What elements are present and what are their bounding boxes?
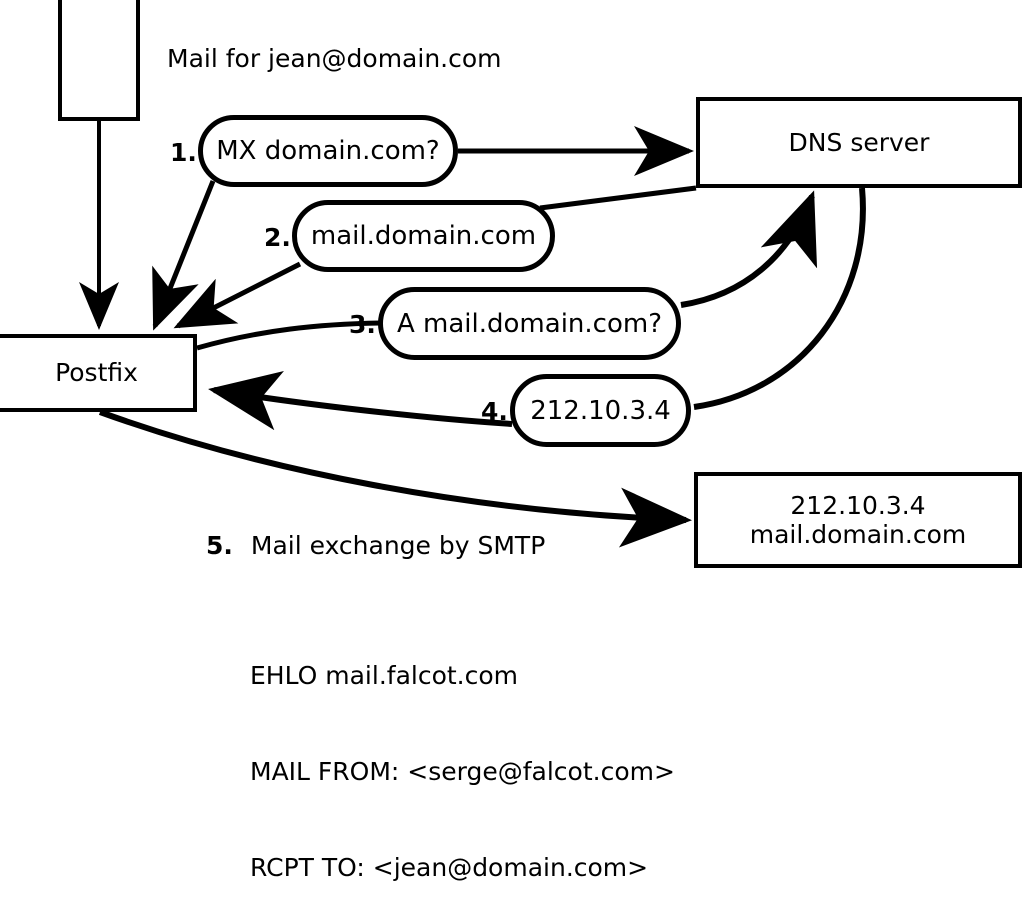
postfix-box[interactable]: Postfix bbox=[0, 334, 197, 412]
connector-step2-to-postfix bbox=[173, 261, 302, 329]
step-4-number: 4. bbox=[481, 397, 508, 426]
transcript-line: RCPT TO: <jean@domain.com> bbox=[250, 853, 649, 882]
step-4-bubble[interactable]: 212.10.3.4 bbox=[510, 374, 691, 447]
mail-server-hostname: mail.domain.com bbox=[749, 520, 967, 549]
connector-step3-to-dns bbox=[680, 190, 818, 308]
transcript-line: MAIL FROM: <serge@falcot.com> bbox=[250, 757, 675, 786]
step-5-row: 5. Mail exchange by SMTP bbox=[206, 531, 545, 560]
connector-postfix-to-step1 bbox=[152, 180, 216, 331]
step-3-bubble[interactable]: A mail.domain.com? bbox=[378, 287, 681, 360]
connector-dns-to-step2 bbox=[539, 185, 697, 211]
step-1-bubble[interactable]: MX domain.com? bbox=[198, 115, 458, 187]
client-box[interactable] bbox=[58, 0, 140, 121]
smtp-transcript: EHLO mail.falcot.com MAIL FROM: <serge@f… bbox=[250, 596, 675, 919]
mail-server-box[interactable]: 212.10.3.4 mail.domain.com bbox=[694, 472, 1022, 568]
dns-server-label: DNS server bbox=[788, 127, 930, 157]
step-2-number: 2. bbox=[264, 223, 291, 252]
page-title: Mail for jean@domain.com bbox=[167, 44, 502, 73]
connector-postfix-to-mailserver bbox=[98, 409, 692, 548]
step-1-label: MX domain.com? bbox=[216, 136, 440, 166]
step-3-label: A mail.domain.com? bbox=[397, 308, 662, 339]
dns-server-box[interactable]: DNS server bbox=[696, 97, 1022, 188]
step-5-number: 5. bbox=[206, 531, 233, 560]
step-1-number: 1. bbox=[170, 138, 197, 167]
step-2-label: mail.domain.com bbox=[310, 221, 537, 251]
connector-postfix-to-step3 bbox=[196, 320, 381, 351]
connector-dns-to-step4 bbox=[693, 187, 866, 410]
mail-server-ip: 212.10.3.4 bbox=[790, 490, 926, 520]
postfix-box-label: Postfix bbox=[55, 358, 138, 388]
step-2-bubble[interactable]: mail.domain.com bbox=[292, 200, 555, 272]
step-3-number: 3. bbox=[349, 310, 376, 339]
connector-step4-to-postfix bbox=[208, 370, 513, 431]
step-4-label: 212.10.3.4 bbox=[530, 395, 671, 426]
transcript-line: EHLO mail.falcot.com bbox=[250, 661, 519, 690]
step-5-label: Mail exchange by SMTP bbox=[250, 531, 546, 560]
